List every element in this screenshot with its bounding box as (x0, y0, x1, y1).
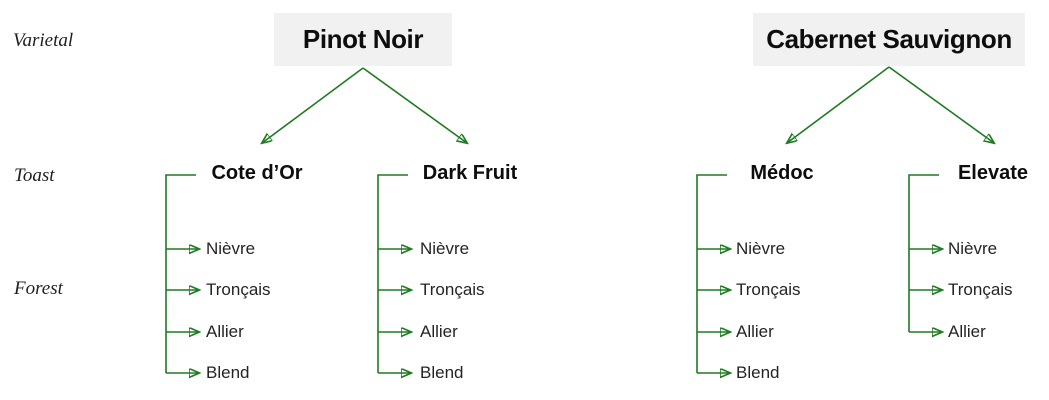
arrow-pinot-to-cotedor (262, 67, 364, 143)
row-label-forest: Forest (14, 278, 63, 299)
toast-node-dark-fruit: Dark Fruit (422, 162, 518, 184)
toast-node-medoc: Médoc (750, 162, 814, 184)
forest-item: Nièvre (948, 239, 998, 258)
bracket-medoc (696, 174, 727, 373)
varietal-node-cabernet-sauvignon: Cabernet Sauvignon (753, 13, 1025, 66)
toast-node-cote-dor: Cote d’Or (211, 162, 303, 184)
forest-item: Tronçais (206, 280, 271, 299)
forest-item: Tronçais (736, 280, 801, 299)
forest-item: Allier (948, 322, 986, 341)
bracket-cotedor (165, 174, 196, 373)
forest-item: Allier (206, 322, 244, 341)
arrow-pinot-to-darkfruit (362, 67, 467, 143)
forest-item: Nièvre (736, 239, 786, 258)
row-label-varietal: Varietal (13, 30, 74, 51)
forest-item: Blend (420, 363, 464, 382)
forest-item: Allier (420, 322, 458, 341)
forest-item: Nièvre (206, 239, 256, 258)
arrow-cab-to-elevate (888, 66, 994, 143)
forest-item: Blend (736, 363, 780, 382)
forest-item: Tronçais (420, 280, 485, 299)
forest-item: Tronçais (948, 280, 1013, 299)
varietal-node-pinot-noir: Pinot Noir (274, 13, 452, 66)
bracket-elevate (908, 174, 939, 332)
forest-item: Blend (206, 363, 250, 382)
arrow-cab-to-medoc (787, 66, 890, 143)
row-label-toast: Toast (14, 165, 55, 186)
bracket-darkfruit (377, 174, 408, 373)
forest-item: Allier (736, 322, 774, 341)
toast-node-elevate: Elevate (957, 162, 1029, 184)
forest-item: Nièvre (420, 239, 470, 258)
